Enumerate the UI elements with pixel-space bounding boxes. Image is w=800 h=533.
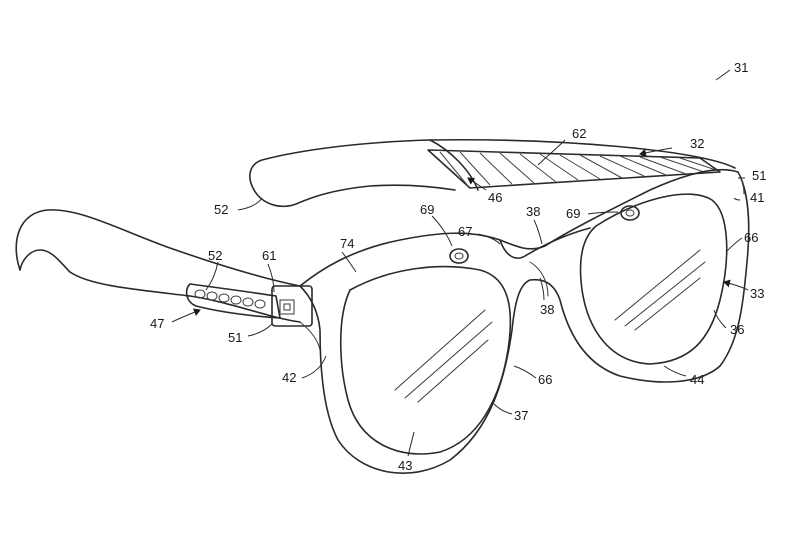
label-47: 47 <box>150 316 164 331</box>
front-frame <box>299 169 750 474</box>
label-32: 32 <box>690 136 704 151</box>
label-51-top: 51 <box>752 168 766 183</box>
label-44: 44 <box>690 372 704 387</box>
label-36: 36 <box>730 322 744 337</box>
label-43: 43 <box>398 458 412 473</box>
label-52-side: 52 <box>208 248 222 263</box>
label-38-top: 38 <box>526 204 540 219</box>
right-lens <box>579 193 728 365</box>
label-66-left: 66 <box>538 372 552 387</box>
sensor-window-hatched <box>427 149 721 189</box>
label-52-top: 52 <box>214 202 228 217</box>
label-33: 33 <box>750 286 764 301</box>
label-38-mid: 38 <box>540 302 554 317</box>
label-46: 46 <box>488 190 502 205</box>
label-66-right: 66 <box>744 230 758 245</box>
label-51-side: 51 <box>228 330 242 345</box>
camera-left <box>449 248 469 264</box>
near-temple-arm <box>15 209 301 323</box>
label-37: 37 <box>514 408 528 423</box>
far-temple-arm <box>249 138 736 208</box>
label-61: 61 <box>262 248 276 263</box>
nose-bridge <box>499 227 591 297</box>
label-74: 74 <box>340 236 354 251</box>
label-69-left: 69 <box>420 202 434 217</box>
left-lens <box>339 265 512 455</box>
label-41: 41 <box>750 190 764 205</box>
label-62: 62 <box>572 126 586 141</box>
reference-numerals: 31 32 62 51 41 52 46 69 38 69 66 67 74 5… <box>150 60 766 473</box>
leader-lines <box>171 69 749 457</box>
label-69-right: 69 <box>566 206 580 221</box>
label-31: 31 <box>734 60 748 75</box>
camera-right <box>620 205 640 221</box>
label-67: 67 <box>458 224 472 239</box>
temple-electronics-module <box>185 283 313 327</box>
label-42: 42 <box>282 370 296 385</box>
